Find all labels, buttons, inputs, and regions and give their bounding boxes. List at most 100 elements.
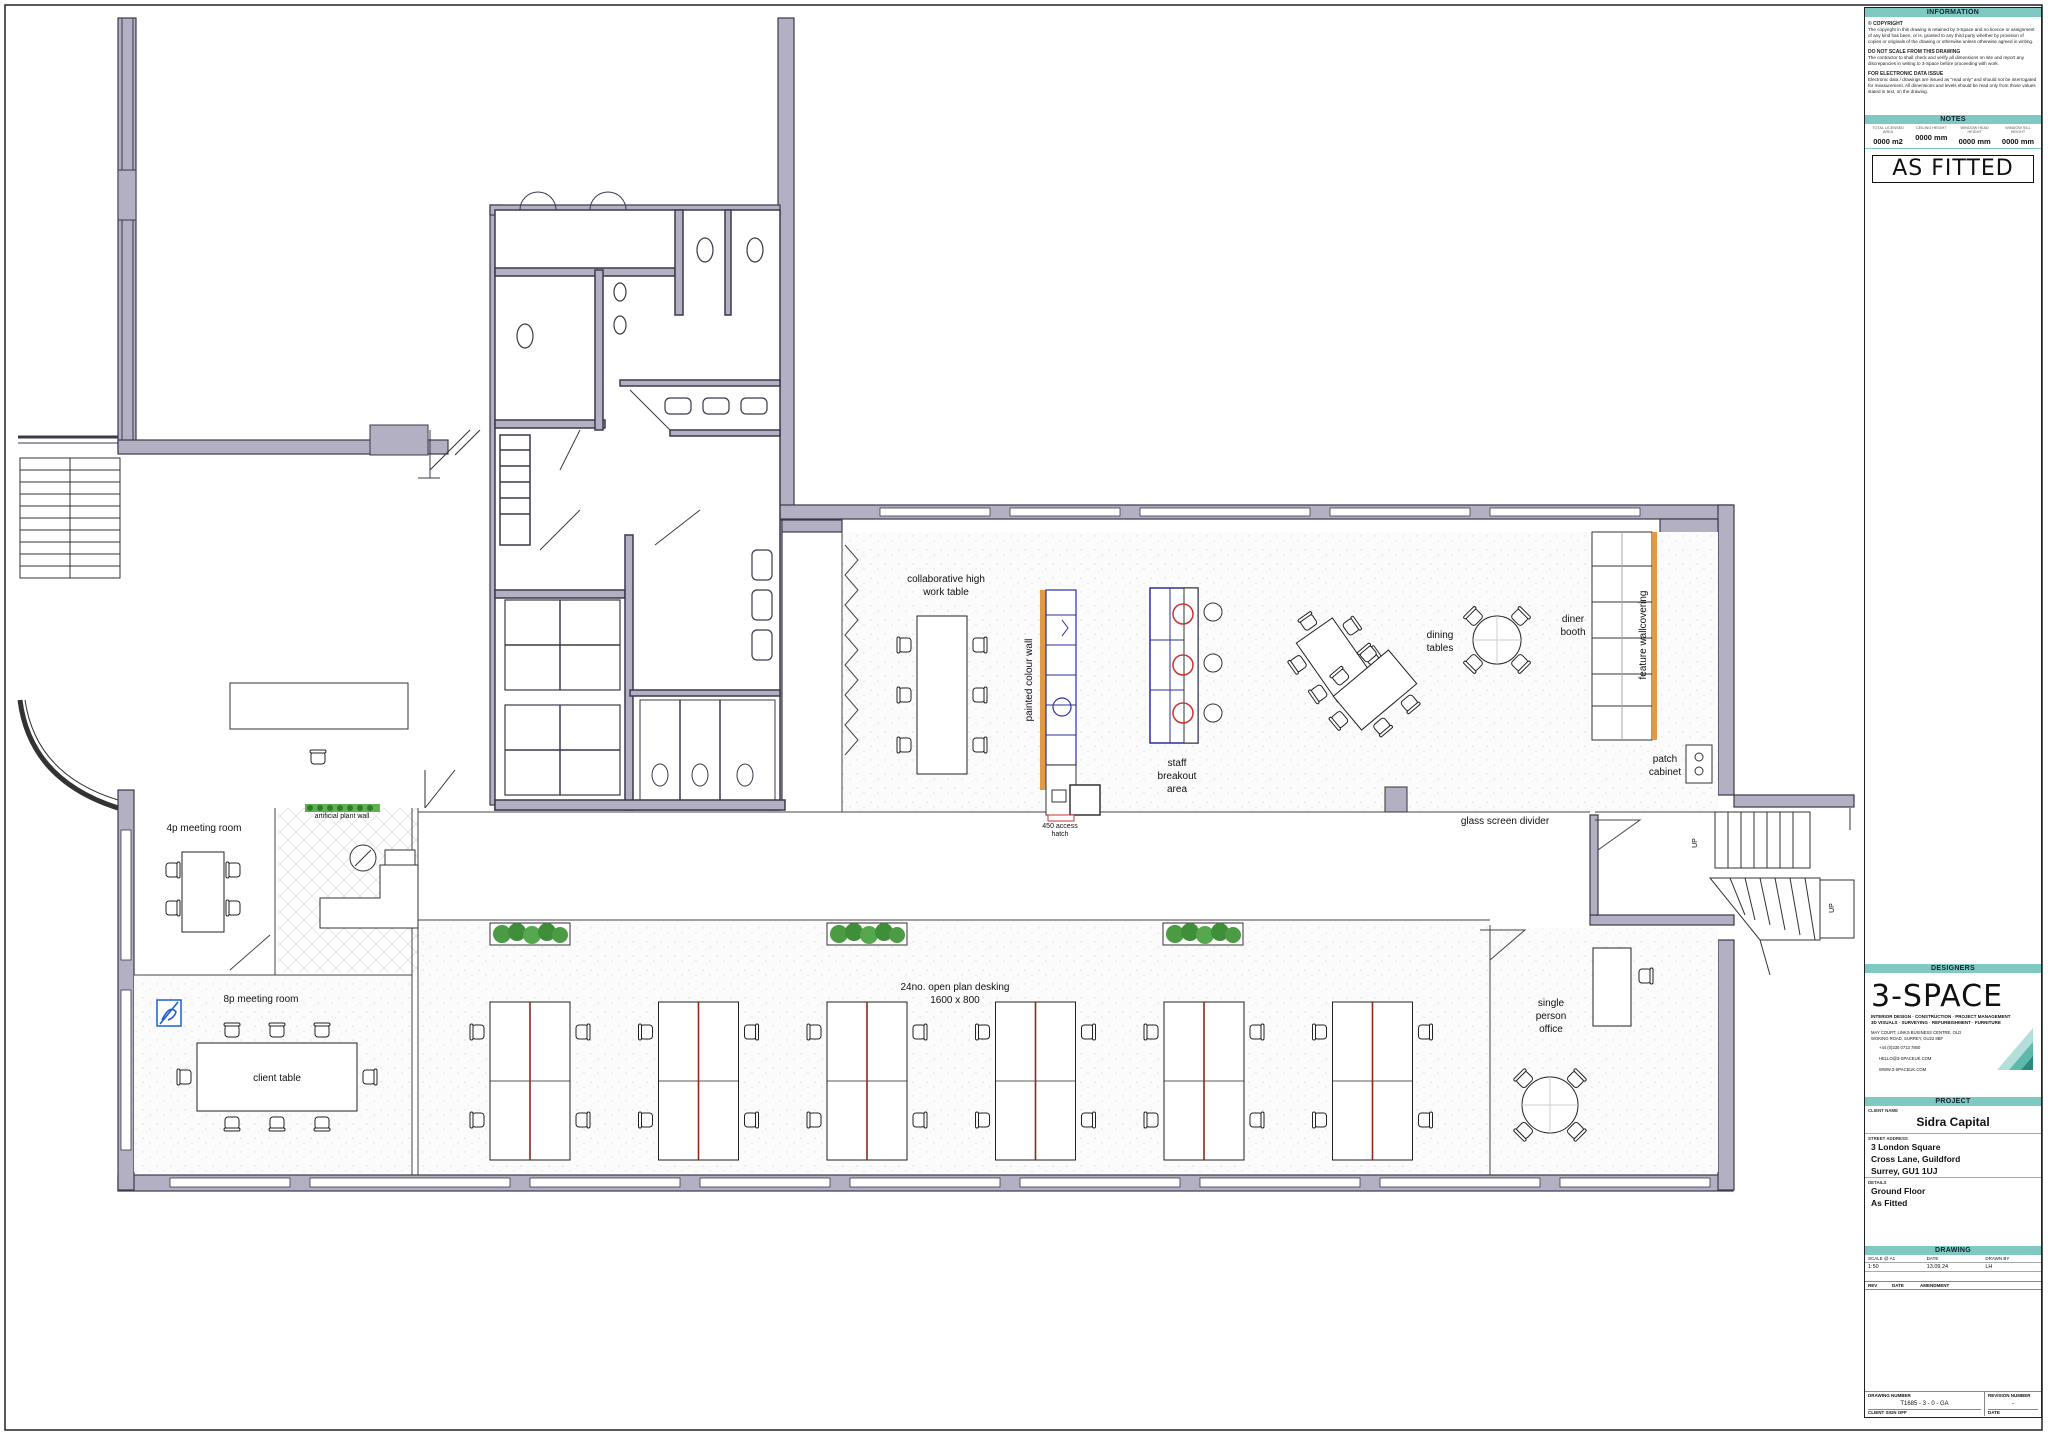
logo-tagline-1: INTERIOR DESIGN · CONSTRUCTION · PROJECT…	[1871, 1014, 2011, 1019]
upper-left-outline	[18, 18, 440, 479]
company-address-1: MAY COURT, LINKS BUSINESS CENTRE, OLD	[1871, 1030, 1962, 1035]
label-desking-2: 1600 x 800	[930, 995, 980, 1006]
label-8p-meeting-room: 8p meeting room	[223, 994, 298, 1005]
as-fitted-stamp: AS FITTED	[1872, 155, 2034, 183]
room-labels: 4p meeting room 8p meeting room client t…	[166, 574, 1836, 1084]
details-line-1: Ground Floor	[1871, 1186, 1926, 1196]
label-access-hatch-2: hatch	[1051, 831, 1068, 838]
information-section: INFORMATION © COPYRIGHT The copyright in…	[1865, 8, 2041, 118]
hearing-loop-icon	[156, 999, 182, 1027]
breakout-floor	[842, 532, 1718, 812]
label-diner-1: diner	[1562, 614, 1585, 625]
staff-breakout-bench	[1149, 587, 1223, 744]
information-text: © COPYRIGHT The copyright in this drawin…	[1865, 21, 2041, 95]
desk-chair	[1418, 1111, 1433, 1129]
desk-chair	[806, 1023, 822, 1041]
desk-cluster	[806, 1001, 928, 1161]
label-collab-1: collaborative high	[907, 574, 985, 585]
drawn-by-label: DRAWN BY	[1985, 1256, 2010, 1261]
desk-chair	[1143, 1023, 1159, 1041]
desk-chair	[1249, 1111, 1265, 1129]
sheet-border	[4, 4, 2043, 1431]
details-label: DETAILS	[1865, 1177, 2041, 1185]
label-client-table: client table	[253, 1073, 301, 1084]
revision-table-header: REV DATE AMENDMENT	[1865, 1282, 2041, 1290]
window-frames	[120, 507, 1711, 1188]
drawing-labels-row: SCALE @ A1 DATE DRAWN BY	[1865, 1255, 2041, 1263]
label-plant-wall: artificial plant wall	[315, 813, 370, 820]
address-line-1: 3 London Square	[1871, 1142, 1941, 1152]
diner-booth	[1591, 531, 1657, 741]
logo-graphic	[1997, 1028, 2033, 1070]
client-name-label: CLIENT NAME	[1868, 1108, 1899, 1113]
label-feature-wall: feature wallcovering	[1638, 591, 1649, 680]
desking-clusters	[469, 1001, 1433, 1161]
label-office-2: person	[1536, 1011, 1567, 1022]
label-stair-up-1: UP	[1692, 838, 1699, 848]
label-breakout-2: breakout	[1158, 771, 1197, 782]
open-plan-floor	[418, 920, 1490, 1172]
label-office-1: single	[1538, 998, 1565, 1009]
desk-chair	[744, 1111, 759, 1129]
revision-number: -	[2012, 1401, 2014, 1407]
desk-chair	[1312, 1023, 1327, 1041]
rev-col: REV	[1868, 1283, 1878, 1288]
desk-chair	[806, 1111, 822, 1129]
electronic-text: Electronic data / drawings are issued as…	[1868, 77, 2037, 94]
label-patch-1: patch	[1653, 754, 1677, 765]
label-stair-up-2: UP	[1829, 903, 1836, 913]
noscale-text: The contractor to shall check and verify…	[1868, 55, 2025, 66]
desk-chair	[912, 1023, 928, 1041]
address-line-2: Cross Lane, Guildford	[1871, 1154, 1961, 1164]
label-patch-2: cabinet	[1649, 767, 1681, 778]
painted-colour-wall	[1040, 589, 1101, 822]
scale-label: SCALE @ A1	[1868, 1256, 1896, 1261]
client-signoff-label: CLIENT SIGN OFF	[1868, 1409, 1981, 1415]
project-heading: PROJECT	[1865, 1097, 2041, 1106]
client-table	[176, 1022, 378, 1132]
information-heading: INFORMATION	[1865, 8, 2041, 17]
revision-number-label: REVISION NUMBER	[1988, 1393, 2031, 1398]
label-dining-2: tables	[1427, 643, 1454, 654]
drawing-values-row: 1:50 13.09.24 LH	[1865, 1263, 2041, 1272]
contact-email: HELLO@3-SPACEUK.COM	[1879, 1056, 1932, 1061]
scale-value: 1:50	[1868, 1264, 1879, 1270]
company-address-2: WOKING ROAD, SURREY, GU22 8BF	[1871, 1035, 1944, 1041]
single-office-furniture	[1512, 947, 1654, 1143]
copyright-title: © COPYRIGHT	[1868, 21, 1903, 27]
desk-chair	[912, 1111, 928, 1129]
right-staircases	[1708, 808, 1855, 976]
label-colour-wall: painted colour wall	[1024, 639, 1035, 722]
copyright-text: The copyright in this drawing is retaine…	[1868, 27, 2035, 44]
drawn-by-value: LH	[1985, 1264, 1993, 1270]
desk-chair	[975, 1023, 990, 1041]
patch-cabinet	[1685, 744, 1713, 784]
notes-heading: NOTES	[1865, 115, 2041, 124]
drawing-number-label: DRAWING NUMBER	[1868, 1393, 1911, 1398]
meeting-table-4p	[165, 851, 241, 933]
desk-cluster	[975, 1001, 1096, 1161]
desk-chair	[1249, 1023, 1265, 1041]
artificial-plant-wall	[305, 804, 380, 812]
desk-chair	[638, 1111, 653, 1129]
desk-chair	[469, 1111, 485, 1129]
revision-table: REV DATE AMENDMENT	[1865, 1281, 2041, 1392]
client-name: Sidra Capital	[1916, 1115, 1990, 1129]
label-diner-2: booth	[1560, 627, 1585, 638]
date-value: 13.09.24	[1926, 1264, 1949, 1270]
desk-cluster	[1312, 1001, 1433, 1161]
signoff-date-label: DATE	[1988, 1409, 2038, 1415]
curved-facade	[17, 699, 119, 811]
electronic-title: FOR ELECTRONIC DATA ISSUE	[1868, 71, 1944, 77]
label-breakout-1: staff	[1168, 758, 1187, 769]
desk-cluster	[1143, 1001, 1265, 1161]
amendment-col: AMENDMENT	[1920, 1283, 1950, 1288]
label-breakout-3: area	[1167, 784, 1187, 795]
desk-cluster	[638, 1001, 759, 1161]
